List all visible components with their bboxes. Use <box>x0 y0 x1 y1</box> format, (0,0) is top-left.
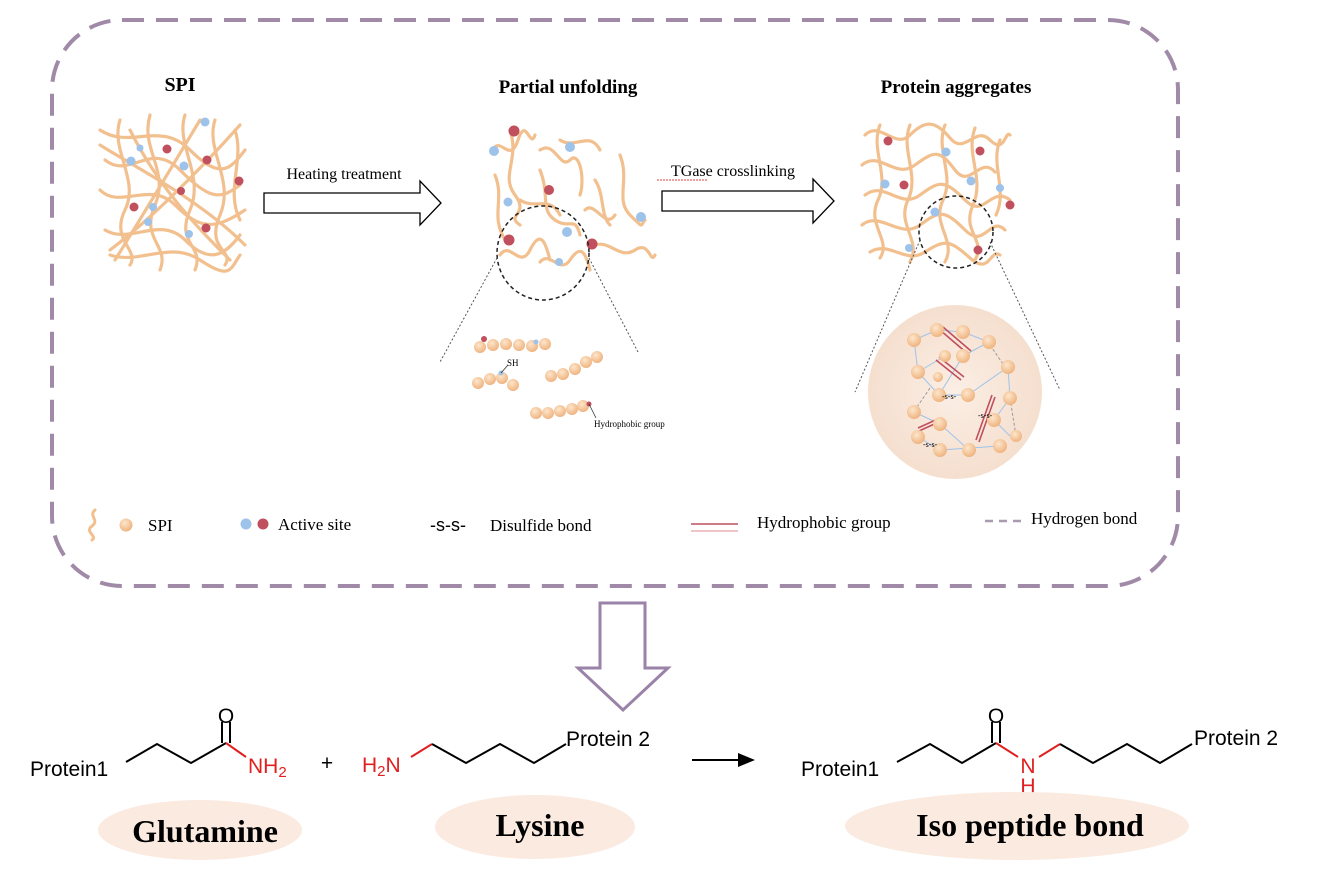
reaction-arrow-head <box>738 753 755 767</box>
sh-label: SH <box>507 358 519 368</box>
spi-active-sites <box>126 117 244 238</box>
legend-fiber-icon <box>88 508 97 542</box>
isopeptide-oxygen: O <box>988 705 1004 728</box>
legend-hydrophobic-label: Hydrophobic group <box>757 513 891 532</box>
legend: SPI Active site -s-s- Disulfide bond Hyd… <box>88 508 1138 542</box>
isopeptide-name: Iso peptide bond <box>916 807 1144 843</box>
process-frame <box>50 18 1180 588</box>
isopeptide-badge <box>845 792 1189 860</box>
protein1-label-left: Protein1 <box>30 758 108 781</box>
lysine-h2n: H2N <box>362 754 401 780</box>
unfolded-bead-inset: SH Hydrophobic group <box>472 336 665 429</box>
glutamine-structure: Protein1 O NH2 <box>30 705 287 781</box>
unfolded-active-sites <box>489 125 646 266</box>
legend-red-site-icon <box>257 518 269 530</box>
legend-hydrogen-label: Hydrogen bond <box>1031 509 1138 528</box>
spi-network <box>98 113 247 273</box>
ss-inset-label-3: -s-s- <box>923 440 938 449</box>
protein2-label-right: Protein 2 <box>1194 727 1278 750</box>
tgase-arrow <box>661 177 835 225</box>
ss-inset-label-2: -s-s- <box>978 411 993 420</box>
aggregate-zoom-circle <box>918 195 994 269</box>
legend-active-site-label: Active site <box>278 515 351 534</box>
isopeptide-structure: Protein1 O N H Protein 2 <box>801 705 1278 798</box>
legend-disulfide-symbol: -s-s- <box>430 515 466 535</box>
aggregate-active-sites <box>880 136 1015 255</box>
lysine-structure: H2N Protein 2 <box>362 728 650 780</box>
ss-inset-label-1: -s-s- <box>942 392 957 401</box>
zoom-line-right <box>588 257 639 353</box>
stage-title-partial-unfolding: Partial unfolding <box>499 77 638 98</box>
lysine-name: Lysine <box>496 807 585 843</box>
heating-label: Heating treatment <box>286 166 402 183</box>
aggregate-inset: -s-s- -s-s- -s-s- <box>868 305 1042 479</box>
hydrophobic-inset-label: Hydrophobic group <box>594 419 665 429</box>
plus-sign: + <box>321 752 333 775</box>
heating-arrow <box>263 179 442 227</box>
stage-title-spi: SPI <box>164 74 195 96</box>
glutamine-oxygen: O <box>218 705 234 728</box>
protein2-label-left: Protein 2 <box>566 728 650 751</box>
glutamine-name: Glutamine <box>132 813 278 849</box>
unfolded-chains <box>491 128 657 272</box>
aggregate-network <box>860 122 1012 266</box>
stage-title-protein-aggregates: Protein aggregates <box>881 77 1032 98</box>
isopeptide-n: N <box>1020 755 1035 778</box>
legend-disulfide-label: Disulfide bond <box>490 516 592 535</box>
legend-spi-label: SPI <box>148 516 173 535</box>
protein1-label-right: Protein1 <box>801 758 879 781</box>
glutamine-nh2: NH2 <box>248 755 287 781</box>
unfolding-zoom-circle <box>496 205 590 301</box>
legend-blue-site-icon <box>240 518 252 530</box>
glutamine-badge <box>98 800 302 860</box>
tgase-label: TGase crosslinking <box>671 163 795 180</box>
down-arrow <box>574 601 672 713</box>
legend-bead-icon <box>119 518 133 532</box>
aggregate-zoom-line-right <box>989 241 1061 391</box>
lysine-badge <box>435 795 635 859</box>
aggregate-zoom-line-left <box>854 239 921 393</box>
